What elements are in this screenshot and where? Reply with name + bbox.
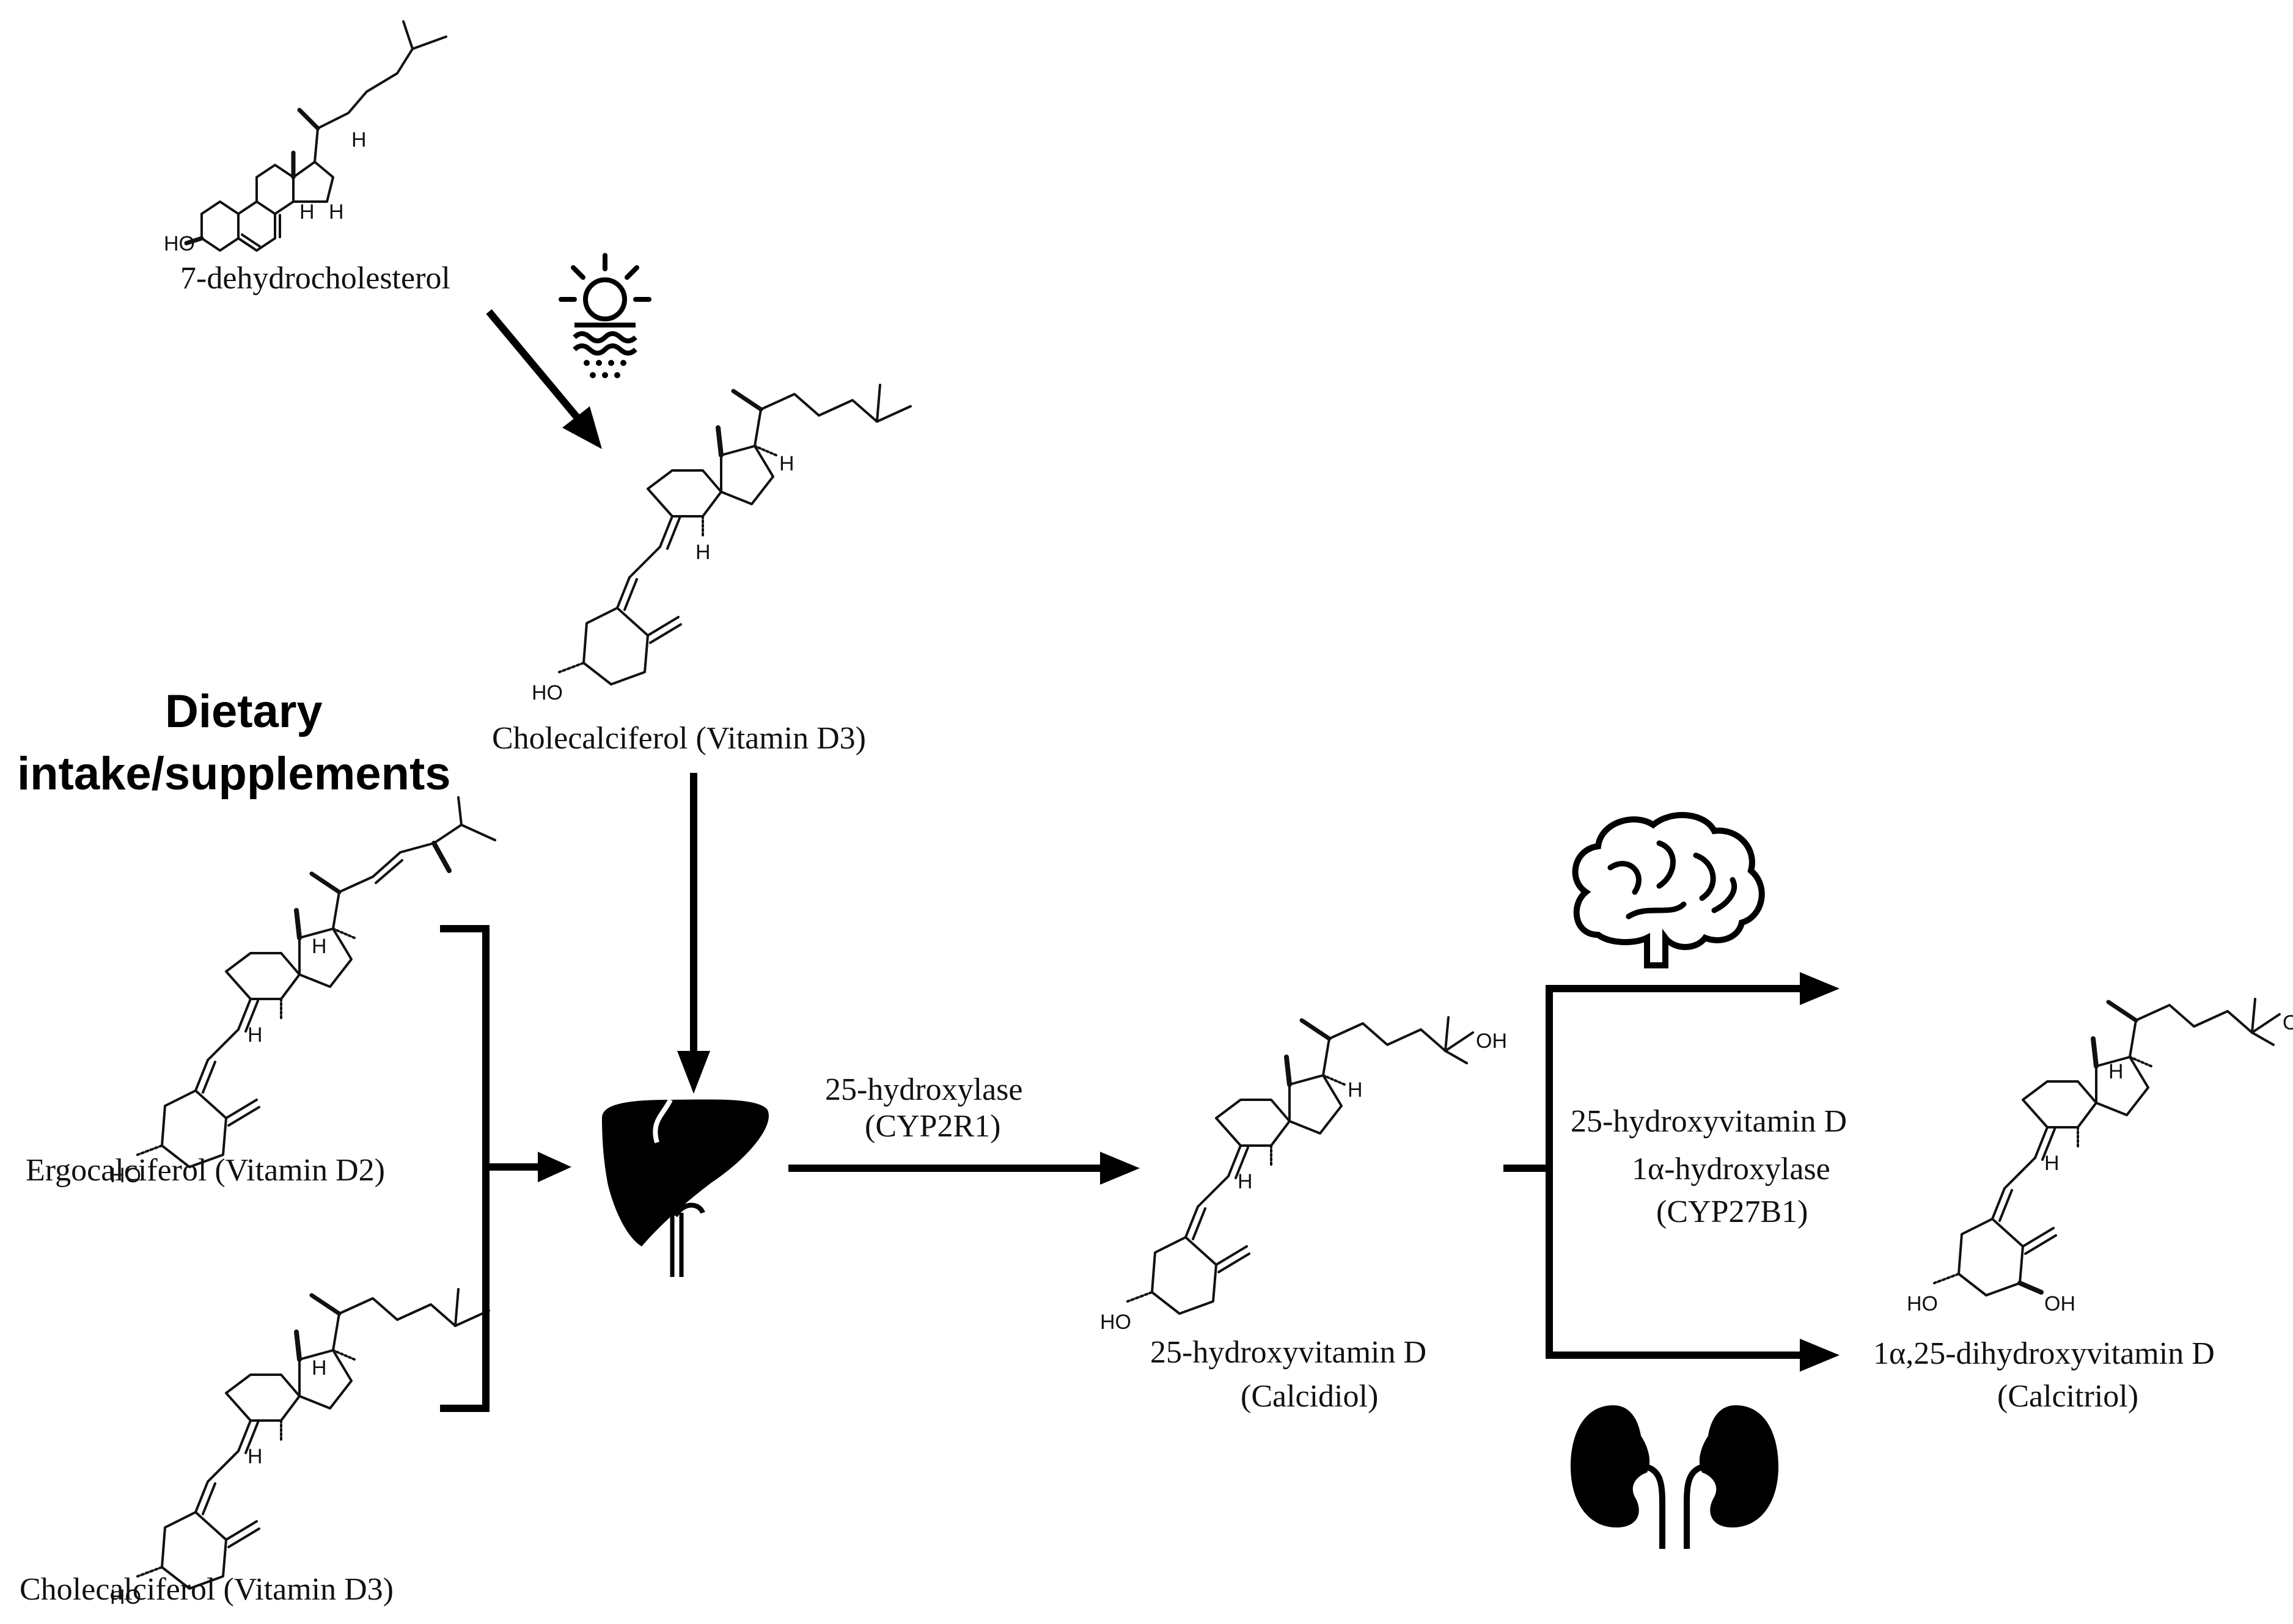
oh-atom-label: OH [2044,1292,2075,1315]
sun-uv-icon [559,253,651,378]
enzyme-cyp2r1-line2: (CYP2R1) [865,1109,1000,1144]
label-calcidiol-line2: (Calcidiol) [1241,1379,1378,1414]
branch-arrows [1503,972,1840,1372]
h-atom-label: H [299,200,315,224]
h-atom-label: H [1238,1170,1253,1193]
ho-atom-label: HO [164,232,195,255]
label-cholecalciferol-skin: Cholecalciferol (Vitamin D3) [492,721,866,756]
h-atom-label: H [248,1445,263,1468]
label-calcitriol-line2: (Calcitriol) [1997,1379,2138,1414]
ho-atom-label: HO [1100,1311,1131,1334]
arrow-liver-to-calcidiol [788,1152,1140,1185]
enzyme-cyp2r1-line1: 25-hydroxylase [825,1072,1022,1107]
oh-atom-label: OH [2283,1011,2293,1034]
arrow-skin-to-liver [677,773,710,1094]
label-calcidiol-line1: 25-hydroxyvitamin D [1150,1335,1426,1370]
liver-icon [602,1099,769,1277]
structure-7-dehydrocholesterol: HO H H H [164,20,447,255]
dietary-header-line1: Dietary [165,686,323,737]
enzyme-cyp27b1-line2: 1α-hydroxylase [1632,1152,1830,1187]
enzyme-cyp27b1-line1: 25-hydroxyvitamin D [1571,1104,1847,1139]
structure-cholecalciferol-diet: HO H H [110,1289,489,1609]
h-atom-label: H [351,128,367,152]
oh-atom-label: OH [1476,1030,1507,1053]
label-7-dehydrocholesterol: 7-dehydrocholesterol [180,261,450,296]
structure-calcidiol: OH HO H H [1100,1016,1507,1334]
structure-cholecalciferol-skin: HO H H [532,385,911,704]
ho-atom-label: HO [110,1586,141,1609]
structure-calcitriol: OH HO OH H H [1907,998,2293,1315]
brain-icon [1572,812,1765,968]
h-atom-label: H [2108,1060,2124,1083]
h-atom-label: H [695,541,711,564]
ho-atom-label: HO [110,1164,141,1187]
h-atom-label: H [779,452,794,475]
label-cholecalciferol-diet: Cholecalciferol (Vitamin D3) [20,1572,394,1607]
h-atom-label: H [329,200,344,224]
h-atom-label: H [1348,1078,1363,1102]
h-atom-label: H [248,1023,263,1047]
ho-atom-label: HO [532,681,563,704]
kidney-icon [1571,1405,1778,1549]
h-atom-label: H [2044,1152,2060,1175]
enzyme-cyp27b1-line3: (CYP27B1) [1656,1194,1808,1229]
dietary-bracket [440,925,571,1412]
label-calcitriol-line1: 1α,25-dihydroxyvitamin D [1873,1336,2215,1371]
h-atom-label: H [312,1356,327,1380]
arrow-uv-conversion [486,309,602,449]
structure-ergocalciferol: HO H H [110,796,496,1187]
h-atom-label: H [312,935,327,958]
ho-atom-label: HO [1907,1292,1938,1315]
label-ergocalciferol: Ergocalciferol (Vitamin D2) [26,1153,385,1188]
dietary-header-line2: intake/supplements [17,748,451,800]
